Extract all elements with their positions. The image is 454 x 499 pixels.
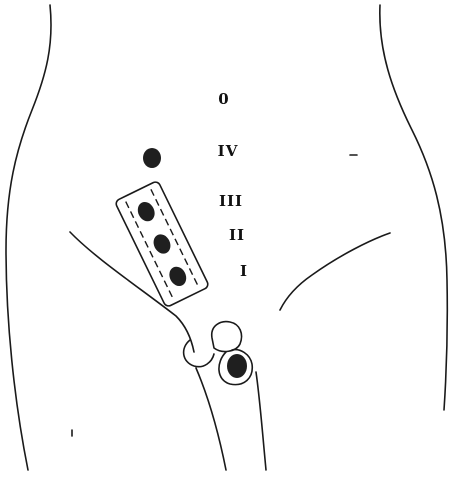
left-scrotum-outline xyxy=(184,340,214,367)
right-thigh-inner xyxy=(256,372,266,470)
left-flank-outline xyxy=(6,5,51,470)
band-mark-lower xyxy=(166,264,189,289)
scrotal-mark xyxy=(227,354,247,378)
genital-region xyxy=(184,322,253,385)
left-groin-line xyxy=(70,232,194,352)
level-labels: 0 IV III II I xyxy=(218,90,248,280)
right-flank-outline xyxy=(380,5,447,410)
level-label-i: I xyxy=(240,262,248,280)
level-label-iv: IV xyxy=(218,142,239,160)
upper-mark xyxy=(143,148,161,168)
body-outline xyxy=(6,5,447,470)
level-label-0: 0 xyxy=(218,90,229,108)
level-label-ii: II xyxy=(229,226,245,244)
left-thigh-inner xyxy=(196,368,226,470)
band-mark-upper xyxy=(135,199,158,224)
band-mark-middle xyxy=(150,232,173,257)
right-groin-line xyxy=(280,233,390,310)
inguinal-band xyxy=(115,180,210,307)
penis-outline xyxy=(212,322,242,352)
level-label-iii: III xyxy=(219,192,243,210)
